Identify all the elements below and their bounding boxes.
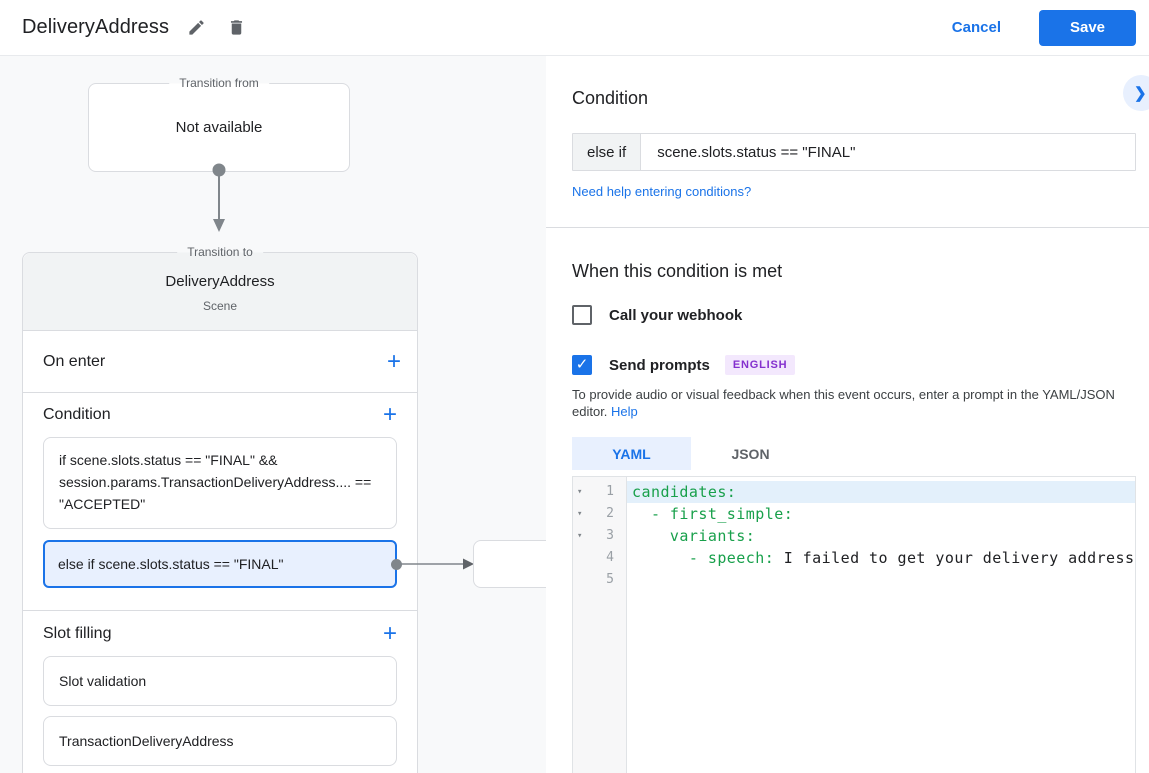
code-line-4[interactable]: - speech: I failed to get your delivery … xyxy=(627,547,1135,569)
condition-section-label: Condition xyxy=(43,406,111,423)
gutter-line-1: ▾1 xyxy=(573,481,626,503)
trash-icon xyxy=(227,18,246,37)
scene-flow-diagram: Transition from Not available Transition… xyxy=(0,56,546,773)
else-if-condition-text: else if scene.slots.status == "FINAL" xyxy=(58,556,284,572)
on-enter-section: On enter + xyxy=(23,331,417,393)
condition-editor-panel: ❯ Condition else if scene.slots.status =… xyxy=(546,56,1149,773)
add-slot-button[interactable]: + xyxy=(382,619,397,647)
tab-json[interactable]: JSON xyxy=(731,445,770,462)
transition-from-value: Not available xyxy=(175,119,263,136)
prompts-description: To provide audio or visual feedback when… xyxy=(572,386,1134,420)
add-on-enter-button[interactable]: + xyxy=(386,347,401,375)
when-condition-met-title: When this condition is met xyxy=(572,261,783,281)
flow-arrow-down-icon xyxy=(212,163,226,232)
webhook-checkbox-unchecked[interactable] xyxy=(572,305,592,325)
scene-node: Transition to DeliveryAddress Scene On e… xyxy=(22,245,418,773)
fold-arrow-icon[interactable]: ▾ xyxy=(577,509,583,519)
webhook-label: Call your webhook xyxy=(609,306,743,324)
editor-gutter: ▾1 ▾2 ▾3 4 5 xyxy=(573,477,627,773)
scene-type: Scene xyxy=(202,299,238,313)
line-number: 3 xyxy=(606,528,614,543)
chevron-right-icon: ❯ xyxy=(1134,85,1147,102)
transition-target-node[interactable] xyxy=(473,540,546,588)
yaml-value: I failed to get your delivery address xyxy=(774,549,1135,567)
topbar: DeliveryAddress Cancel Save xyxy=(0,0,1149,56)
transition-to-legend: Transition to xyxy=(177,245,263,260)
yaml-code-editor[interactable]: ▾1 ▾2 ▾3 4 5 candidates: - first_simple:… xyxy=(572,476,1136,773)
condition-section: Condition + if scene.slots.status == "FI… xyxy=(23,393,417,611)
scene-node-header: DeliveryAddress Scene xyxy=(23,253,417,331)
code-line-1[interactable]: candidates: xyxy=(627,481,1135,503)
slot-item-validation[interactable]: Slot validation xyxy=(43,656,397,706)
editor-tabs: YAML JSON xyxy=(572,437,1136,470)
help-link[interactable]: Help xyxy=(611,404,638,419)
yaml-key: - speech: xyxy=(632,549,775,567)
transition-from-legend: Transition from xyxy=(169,76,269,91)
add-condition-button[interactable]: + xyxy=(382,401,397,428)
gutter-line-4: 4 xyxy=(573,547,626,569)
call-webhook-row[interactable]: Call your webhook xyxy=(572,305,1136,325)
condition-help-link[interactable]: Need help entering conditions? xyxy=(572,184,752,199)
yaml-key: - first_simple: xyxy=(632,505,794,523)
send-prompts-row[interactable]: ✓ Send prompts ENGLISH xyxy=(572,355,1136,375)
fold-arrow-icon[interactable]: ▾ xyxy=(577,531,583,541)
editor-code-area[interactable]: candidates: - first_simple: variants: - … xyxy=(627,477,1135,773)
collapse-panel-button[interactable]: ❯ xyxy=(1123,75,1149,111)
pencil-icon xyxy=(187,18,206,37)
language-badge: ENGLISH xyxy=(724,355,796,375)
condition-expression-input[interactable]: scene.slots.status == "FINAL" xyxy=(641,134,1135,170)
edit-button[interactable] xyxy=(183,15,209,41)
cancel-button[interactable]: Cancel xyxy=(951,19,1001,36)
code-line-2[interactable]: - first_simple: xyxy=(627,503,1135,525)
fold-arrow-icon[interactable]: ▾ xyxy=(577,487,583,497)
tab-yaml[interactable]: YAML xyxy=(572,437,691,470)
gutter-line-2: ▾2 xyxy=(573,503,626,525)
code-line-3[interactable]: variants: xyxy=(627,525,1135,547)
gutter-line-3: ▾3 xyxy=(573,525,626,547)
code-line-5[interactable] xyxy=(627,569,1135,591)
condition-input-row: else if scene.slots.status == "FINAL" xyxy=(572,133,1136,171)
prompts-description-text: To provide audio or visual feedback when… xyxy=(572,387,1115,419)
condition-operator-label: else if xyxy=(573,134,642,170)
flow-arrow-right-icon xyxy=(401,558,474,570)
delete-button[interactable] xyxy=(223,15,249,41)
save-button[interactable]: Save xyxy=(1039,9,1136,46)
line-number: 1 xyxy=(606,484,614,499)
send-prompts-label: Send prompts xyxy=(609,356,710,374)
line-number: 2 xyxy=(606,506,614,521)
transition-from-node: Transition from Not available xyxy=(88,76,350,172)
section-divider xyxy=(546,227,1149,228)
yaml-key: candidates: xyxy=(632,483,737,501)
on-enter-label: On enter xyxy=(43,352,106,370)
gutter-line-5: 5 xyxy=(573,569,626,591)
connector-dot xyxy=(391,558,402,570)
condition-item-if[interactable]: if scene.slots.status == "FINAL" && sess… xyxy=(43,437,397,529)
slot-filling-section: Slot filling + Slot validation Transacti… xyxy=(23,611,417,766)
yaml-key: variants: xyxy=(632,527,756,545)
slot-item-transaction-delivery-address[interactable]: TransactionDeliveryAddress xyxy=(43,716,397,766)
scene-name: DeliveryAddress xyxy=(165,273,275,290)
line-number: 5 xyxy=(606,572,614,587)
checkmark-icon: ✓ xyxy=(575,356,589,373)
send-prompts-checkbox-checked[interactable]: ✓ xyxy=(572,355,592,375)
line-number: 4 xyxy=(606,550,614,565)
panel-title: Condition xyxy=(572,88,649,108)
page-title: DeliveryAddress xyxy=(22,16,170,38)
slot-filling-label: Slot filling xyxy=(43,624,112,642)
condition-item-else-if-selected[interactable]: else if scene.slots.status == "FINAL" xyxy=(43,540,402,588)
